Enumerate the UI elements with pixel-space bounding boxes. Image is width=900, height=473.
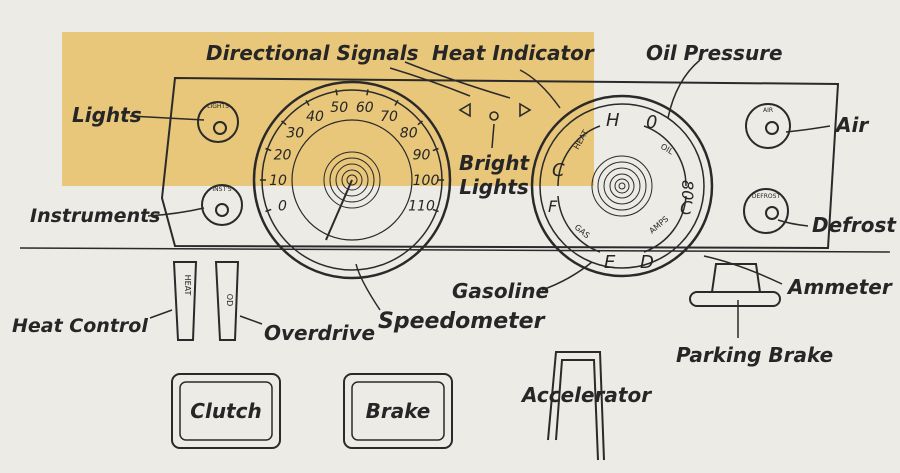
air-knob-label: AIR	[763, 107, 773, 114]
speedometer-tick-mark	[432, 208, 439, 213]
speedometer-tick-label: 30	[286, 125, 304, 141]
instruments-label: Instruments	[30, 205, 161, 227]
defrost-label: Defrost	[812, 213, 897, 237]
dash-bottom-line	[19, 247, 891, 253]
speedometer-tick-label: 0	[278, 198, 287, 214]
instruments-knob[interactable]: INST'S	[201, 184, 243, 226]
bright-lights-label-line: Lights	[459, 175, 529, 199]
speedometer-tick-label: 60	[356, 100, 374, 116]
bright-lights-indicator-icon	[489, 111, 499, 121]
overdrive-lever[interactable]: OD	[214, 261, 240, 341]
oil-pressure-label: Oil Pressure	[646, 41, 783, 65]
parking-brake-handle[interactable]	[689, 263, 781, 307]
accelerator-pedal[interactable]	[547, 351, 605, 461]
clutch-pedal-label: Clutch	[190, 399, 261, 423]
speedometer-label: Speedometer	[378, 309, 546, 334]
bright-lights-label-line: Bright	[459, 151, 531, 175]
speedometer-tick-mark	[335, 89, 338, 96]
ammeter-label: Ammeter	[786, 275, 893, 299]
speedometer-tick-mark	[265, 208, 272, 213]
dash-panel	[160, 76, 840, 250]
lights-knob[interactable]: LIGHTS	[197, 101, 239, 143]
gas-e-label: E	[604, 252, 616, 273]
speedometer-tick-mark	[366, 89, 369, 96]
overdrive-label: Overdrive	[264, 321, 375, 345]
amps-c-label: C	[680, 198, 693, 219]
accelerator-label: Accelerator	[520, 383, 652, 407]
oil-80-label: 80	[678, 180, 697, 200]
lights-knob-label: LIGHTS	[207, 103, 229, 110]
speedometer-tick-label: 20	[274, 148, 292, 164]
brake-pedal-label: Brake	[366, 399, 431, 423]
speedometer-tick-label: 10	[269, 173, 287, 189]
gas-f-label: F	[548, 197, 558, 216]
brake-pedal[interactable]: Brake	[343, 373, 453, 449]
speedometer-tick-mark	[417, 120, 423, 126]
amps-d-label: D	[640, 252, 654, 273]
speedometer-tick-mark	[432, 147, 439, 152]
amps-gauge-label: AMPS	[648, 214, 671, 235]
speedometer-tick-label: 40	[306, 109, 324, 125]
gasoline-label: Gasoline	[452, 279, 549, 303]
speedometer-tick-label: 70	[380, 109, 398, 125]
gas-gauge-label: GAS	[573, 223, 592, 241]
speedometer-tick-label: 100	[413, 173, 440, 189]
callout-lines	[129, 59, 831, 338]
speedometer-tick-label: 110	[408, 198, 435, 214]
od-lever-label: OD	[225, 294, 234, 306]
oil-0-label: 0	[646, 112, 657, 133]
directional-signals-label: Directional Signals	[206, 41, 419, 65]
heat-control-lever[interactable]: HEAT	[172, 261, 198, 341]
combination-gauge: C H HEAT 0 80 OIL F E GAS D C AMPS	[530, 94, 714, 278]
speedometer-tick-mark	[265, 147, 272, 152]
parking-brake-label: Parking Brake	[676, 343, 833, 367]
heat-lever-label: HEAT	[183, 275, 192, 296]
heat-control-label: Heat Control	[12, 315, 148, 337]
clutch-pedal[interactable]: Clutch	[171, 373, 281, 449]
heat-h-label: H	[606, 110, 620, 131]
air-knob[interactable]: AIR	[745, 103, 791, 149]
speedometer-tick-mark	[305, 99, 310, 106]
turn-signal-left-icon	[458, 102, 471, 118]
highlight-region	[62, 32, 594, 186]
lights-label: Lights	[72, 103, 142, 127]
defrost-knob[interactable]: DEFROST	[743, 188, 789, 234]
speedometer-tick-mark	[281, 120, 287, 126]
speedometer-tick-label: 50	[330, 100, 348, 116]
oil-gauge-label: OIL	[659, 142, 675, 157]
heat-c-label: C	[552, 160, 565, 181]
speedometer-tick-label: 90	[413, 148, 431, 164]
speedometer-tick-mark	[394, 99, 399, 106]
speedometer-tick-label: 80	[400, 125, 418, 141]
turn-signal-right-icon	[519, 102, 532, 118]
air-label: Air	[834, 113, 869, 137]
heat-indicator-label: Heat Indicator	[432, 41, 595, 65]
speedometer-needle	[325, 179, 353, 241]
defrost-knob-label: DEFROST	[752, 193, 781, 200]
instruments-knob-label: INST'S	[212, 186, 231, 193]
